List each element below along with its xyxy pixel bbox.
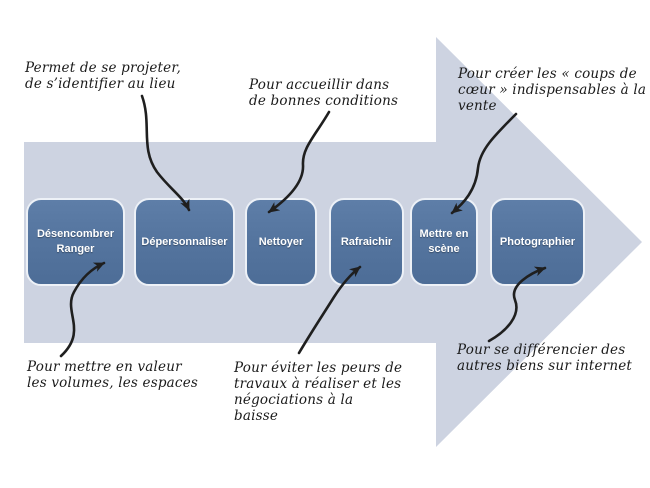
annotation-eviter-peurs: Pour éviter les peurs de travaux à réali… xyxy=(234,360,402,424)
annotation-line: Permet de se projeter, xyxy=(25,60,182,76)
annotation-differencier: Pour se différencier des autres biens su… xyxy=(457,342,632,374)
annotation-line: de bonnes conditions xyxy=(249,93,399,109)
step-label-line: Ranger xyxy=(56,243,95,255)
step-label-line: Dépersonnaliser xyxy=(141,235,228,248)
annotation-line: travaux à réaliser et les xyxy=(234,376,402,392)
step-desencombrer-ranger: Désencombrer Ranger xyxy=(26,198,125,286)
step-label-line: scène xyxy=(428,243,460,255)
annotation-line: Pour créer les « coups de xyxy=(458,66,637,82)
annotation-line: vente xyxy=(458,98,497,114)
annotation-line: Pour mettre en valeur xyxy=(27,359,182,375)
annotation-line: cœur » indispensables à la xyxy=(458,82,647,98)
annotation-line: Pour se différencier des xyxy=(457,342,626,358)
annotation-coups-de-coeur: Pour créer les « coups de cœur » indispe… xyxy=(458,66,646,114)
annotation-line: négociations à la xyxy=(234,392,354,408)
step-label-line: Mettre en xyxy=(419,228,469,240)
step-depersonnaliser: Dépersonnaliser xyxy=(134,198,235,286)
annotation-accueillir: Pour accueillir dans de bonnes condition… xyxy=(249,77,398,109)
annotation-line: Pour accueillir dans xyxy=(249,77,390,93)
step-photographier: Photographier xyxy=(490,198,585,286)
step-label-line: Désencombrer xyxy=(36,228,115,240)
annotation-line: baisse xyxy=(234,408,279,424)
annotation-projeter: Permet de se projeter, de s’identifier a… xyxy=(25,60,181,92)
annotation-line: de s’identifier au lieu xyxy=(25,76,176,92)
step-label-line: Rafraichir xyxy=(340,235,393,248)
annotation-mettre-en-valeur: Pour mettre en valeur les volumes, les e… xyxy=(27,359,198,391)
step-label-line: Photographier xyxy=(499,235,576,248)
step-rafraichir: Rafraichir xyxy=(329,198,404,286)
step-nettoyer: Nettoyer xyxy=(245,198,317,286)
step-label-line: Nettoyer xyxy=(258,235,304,248)
annotation-line: Pour éviter les peurs de xyxy=(234,360,403,376)
step-mettre-en-scene: Mettre en scène xyxy=(410,198,478,286)
annotation-line: les volumes, les espaces xyxy=(27,375,199,391)
annotation-line: autres biens sur internet xyxy=(457,358,633,374)
